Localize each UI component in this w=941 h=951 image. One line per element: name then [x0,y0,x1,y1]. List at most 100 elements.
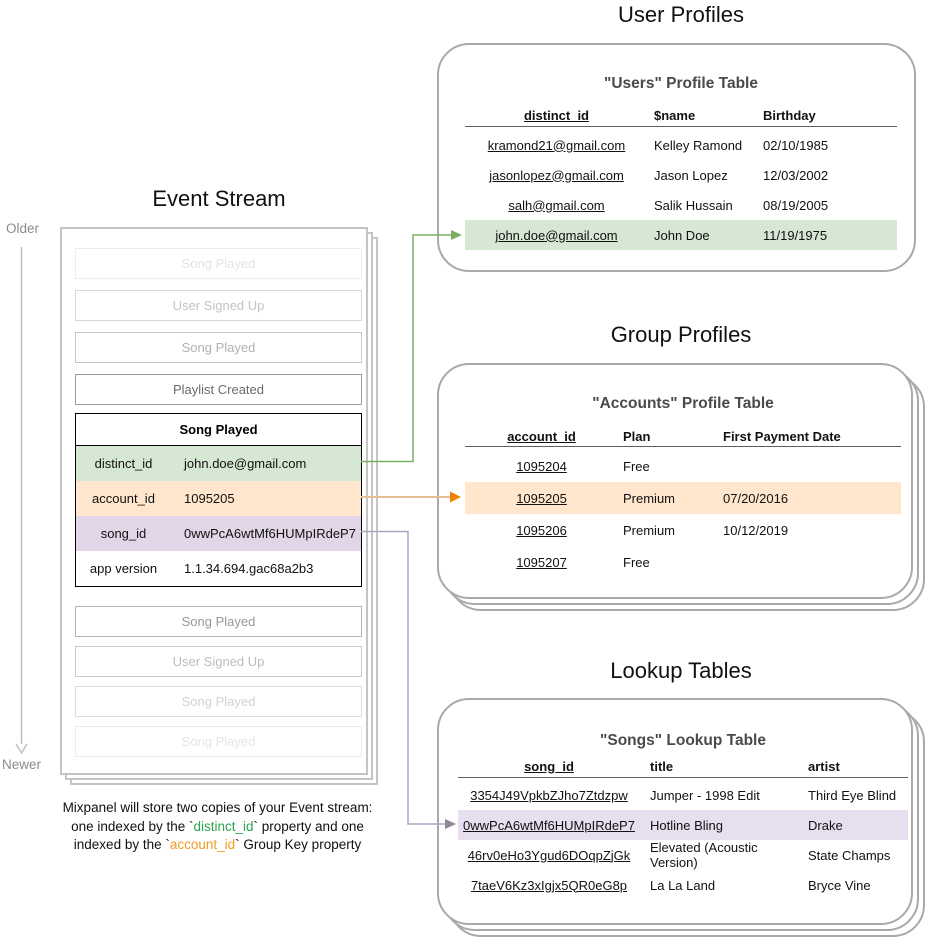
caption-line3: indexed by the `account_id` Group Key pr… [74,837,361,852]
accounts-table-header: account_id Plan First Payment Date [465,425,901,447]
event-item: User Signed Up [75,646,362,677]
table-row-highlighted: 1095205 Premium 07/20/2016 [465,482,901,514]
event-item: Song Played [75,248,362,279]
column-header: Plan [623,428,651,444]
cell-first-payment-date: 10/12/2019 [723,522,789,538]
distinct-id-token: distinct_id [193,818,254,834]
event-label: Song Played [181,734,256,749]
cell-song-id: 46rv0eHo3Ygud6DOqpZjGk [467,847,631,863]
cell-name: John Doe [654,227,710,243]
cell-birthday: 12/03/2002 [763,167,829,183]
table-row: 7taeV6Kz3xIgjx5QR0eG8p La La Land Bryce … [458,870,908,900]
cell-account-id: 1095204 [516,458,567,474]
property-key: song_id [100,526,147,541]
column-header: title [650,758,674,774]
column-header: First Payment Date [723,428,841,444]
column-header: artist [808,758,840,774]
property-key: account_id [92,491,155,506]
songs-table-header: song_id title artist [458,755,908,777]
users-table-title: "Users" Profile Table [604,75,758,92]
event-label: Playlist Created [172,382,265,397]
cell-title: Jumper - 1998 Edit [650,787,760,803]
column-header: $name [654,107,696,123]
cell-distinct-id: john.doe@gmail.com [495,227,618,243]
event-stream-box: Song Played User Signed Up Song Played P… [60,227,368,775]
newer-label: Newer [2,757,42,772]
cell-artist: State Champs [808,847,891,863]
table-row: 1095206 Premium 10/12/2019 [465,514,901,546]
songs-table-title: "Songs" Lookup Table [600,732,766,749]
cell-title: Elevated (Acoustic Version) [650,840,758,870]
table-row-highlighted: 0wwPcA6wtMf6HUMpIRdeP7 Hotline Bling Dra… [458,810,908,840]
event-label: User Signed Up [172,654,265,669]
account-id-token: account_id [169,837,236,852]
cell-birthday: 11/19/1975 [763,227,828,243]
expanded-event-title: Song Played [76,414,361,446]
expanded-event-song-played: Song Played distinct_id john.doe@gmail.c… [75,413,362,587]
property-value: john.doe@gmail.com [184,456,307,471]
property-value: 0wwPcA6wtMf6HUMpIRdeP7 [184,526,356,541]
property-value: 1.1.34.694.gac68a2b3 [184,561,314,576]
cell-title: La La Land [650,877,716,893]
property-key: app version [89,561,158,576]
table-row: 46rv0eHo3Ygud6DOqpZjGk Elevated (Acousti… [458,840,908,870]
event-item: User Signed Up [75,290,362,321]
header-divider [458,777,908,778]
table-row: 1095207 Free [465,546,901,578]
caption-text: ` property and one [253,818,364,834]
property-key: distinct_id [94,456,153,471]
user-profiles-title: User Profiles [618,2,744,27]
column-header: distinct_id [523,107,589,123]
cell-song-id: 0wwPcA6wtMf6HUMpIRdeP7 [463,817,635,833]
event-property-song-id: song_id 0wwPcA6wtMf6HUMpIRdeP7 [76,516,361,551]
cell-plan: Free [623,554,650,570]
cell-plan: Premium [623,490,676,506]
event-item: Playlist Created [75,374,362,405]
cell-plan: Free [623,458,650,474]
users-table-header: distinct_id $name Birthday [465,104,897,126]
older-label: Older [6,221,40,236]
cell-birthday: 02/10/1985 [763,137,829,153]
event-label: Song Played [181,256,256,271]
event-label: Song Played [181,340,256,355]
event-item: Song Played [75,726,362,757]
lookup-tables-title: Lookup Tables [610,658,752,683]
accounts-profile-card [437,363,913,599]
cell-artist: Drake [808,817,843,833]
property-value: 1095205 [184,491,235,506]
cell-distinct-id: salh@gmail.com [508,197,605,213]
timeline-arrowhead-icon [15,743,28,755]
group-profiles-title: Group Profiles [610,322,752,347]
table-row: 3354J49VpkbZJho7Ztdzpw Jumper - 1998 Edi… [458,780,908,810]
column-header: song_id [524,758,574,774]
cell-song-id: 3354J49VpkbZJho7Ztdzpw [470,787,628,803]
column-header: account_id [507,428,576,444]
footnote-caption: Mixpanel will store two copies of your E… [25,799,410,855]
table-row: jasonlopez@gmail.com Jason Lopez 12/03/2… [465,160,897,190]
cell-artist: Bryce Vine [808,877,871,893]
caption-line1: Mixpanel will store two copies of your E… [62,800,373,815]
cell-distinct-id: jasonlopez@gmail.com [489,167,624,183]
cell-account-id: 1095205 [516,490,567,506]
caption-line2: one indexed by the `distinct_id` propert… [71,819,364,834]
cell-song-id: 7taeV6Kz3xIgjx5QR0eG8p [470,877,628,893]
event-item: Song Played [75,332,362,363]
cell-birthday: 08/19/2005 [763,197,829,213]
event-property-account-id: account_id 1095205 [76,481,361,516]
header-divider [465,126,897,127]
cell-plan: Premium [623,522,676,538]
column-header: Birthday [763,107,816,123]
event-property-distinct-id: distinct_id john.doe@gmail.com [76,446,361,481]
event-item: Song Played [75,606,362,637]
cell-name: Jason Lopez [654,167,728,183]
caption-text: ` Group Key property [235,837,362,852]
table-row: salh@gmail.com Salik Hussain 08/19/2005 [465,190,897,220]
table-row-highlighted: john.doe@gmail.com John Doe 11/19/1975 [465,220,897,250]
cell-name: Salik Hussain [654,197,733,213]
event-item: Song Played [75,686,362,717]
header-divider [465,446,901,447]
cell-first-payment-date: 07/20/2016 [723,490,789,506]
event-label: Song Played [181,694,256,709]
table-row: kramond21@gmail.com Kelley Ramond 02/10/… [465,130,897,160]
caption-text: indexed by the ` [73,837,170,852]
